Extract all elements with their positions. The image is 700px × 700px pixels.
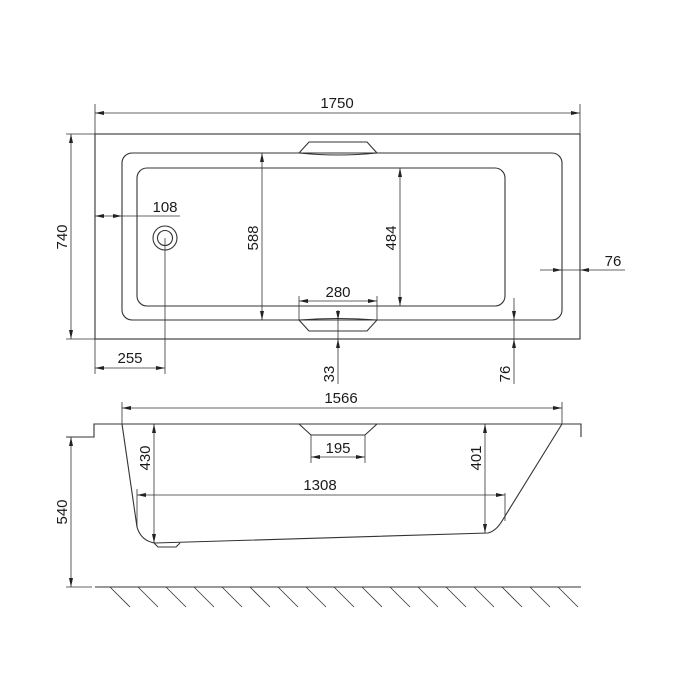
- dim-rim-front: 76: [497, 298, 516, 384]
- dim-label-588: 588: [245, 225, 262, 250]
- dim-label-1566: 1566: [324, 390, 357, 407]
- dim-label-108: 108: [152, 199, 177, 216]
- tub-outer-outline: [94, 133, 581, 340]
- dim-top-length: 1566: [121, 390, 563, 424]
- dim-overall-length: 1750: [94, 95, 581, 134]
- side-view: 1566 195 430 401: [54, 390, 582, 608]
- dim-handle-width-side: 195: [310, 435, 366, 463]
- tub-rim-outline: [121, 152, 563, 321]
- dim-label-76-right: 76: [605, 253, 622, 270]
- right-rim-lip: [562, 423, 582, 437]
- side-handle-recess: [298, 423, 378, 436]
- dim-label-540: 540: [54, 499, 71, 524]
- dim-handle-width-top: 280: [298, 284, 378, 320]
- dim-label-1308: 1308: [303, 477, 336, 494]
- dim-label-255: 255: [117, 350, 142, 367]
- dim-label-484: 484: [383, 225, 400, 250]
- top-view: 1750 740 108 255: [54, 95, 625, 384]
- dim-label-280: 280: [325, 284, 350, 301]
- dim-label-1750: 1750: [320, 95, 353, 112]
- dim-label-195: 195: [325, 440, 350, 457]
- top-handle-shape: [297, 141, 379, 156]
- dim-overall-width: 740: [54, 133, 95, 340]
- dim-label-740: 740: [54, 224, 71, 249]
- dim-waste-end-offset: 255: [94, 238, 166, 374]
- dim-handle-depth: 33: [321, 310, 340, 384]
- dim-overall-height: 540: [54, 437, 92, 588]
- dim-bottom-length: 1308: [136, 477, 506, 527]
- dim-label-33: 33: [321, 366, 338, 383]
- dim-depth-right: 401: [468, 424, 487, 533]
- bottom-handle-shape: [297, 317, 379, 332]
- tub-basin-outline: [136, 167, 506, 307]
- tub-foot: [153, 542, 181, 548]
- ground-line-hatched: [95, 586, 581, 608]
- dim-inner-width-left: 588: [245, 153, 264, 320]
- dim-depth-left: 430: [137, 424, 156, 543]
- dim-label-430: 430: [137, 445, 154, 470]
- dim-inner-width-right: 484: [383, 168, 402, 306]
- dim-waste-side-offset: 108: [95, 199, 180, 218]
- left-rim-lip: [66, 423, 122, 438]
- dim-label-401: 401: [468, 445, 485, 470]
- tub-side-profile: [121, 423, 563, 544]
- dim-label-76-front: 76: [497, 366, 514, 383]
- dim-rim-right: 76: [540, 253, 625, 272]
